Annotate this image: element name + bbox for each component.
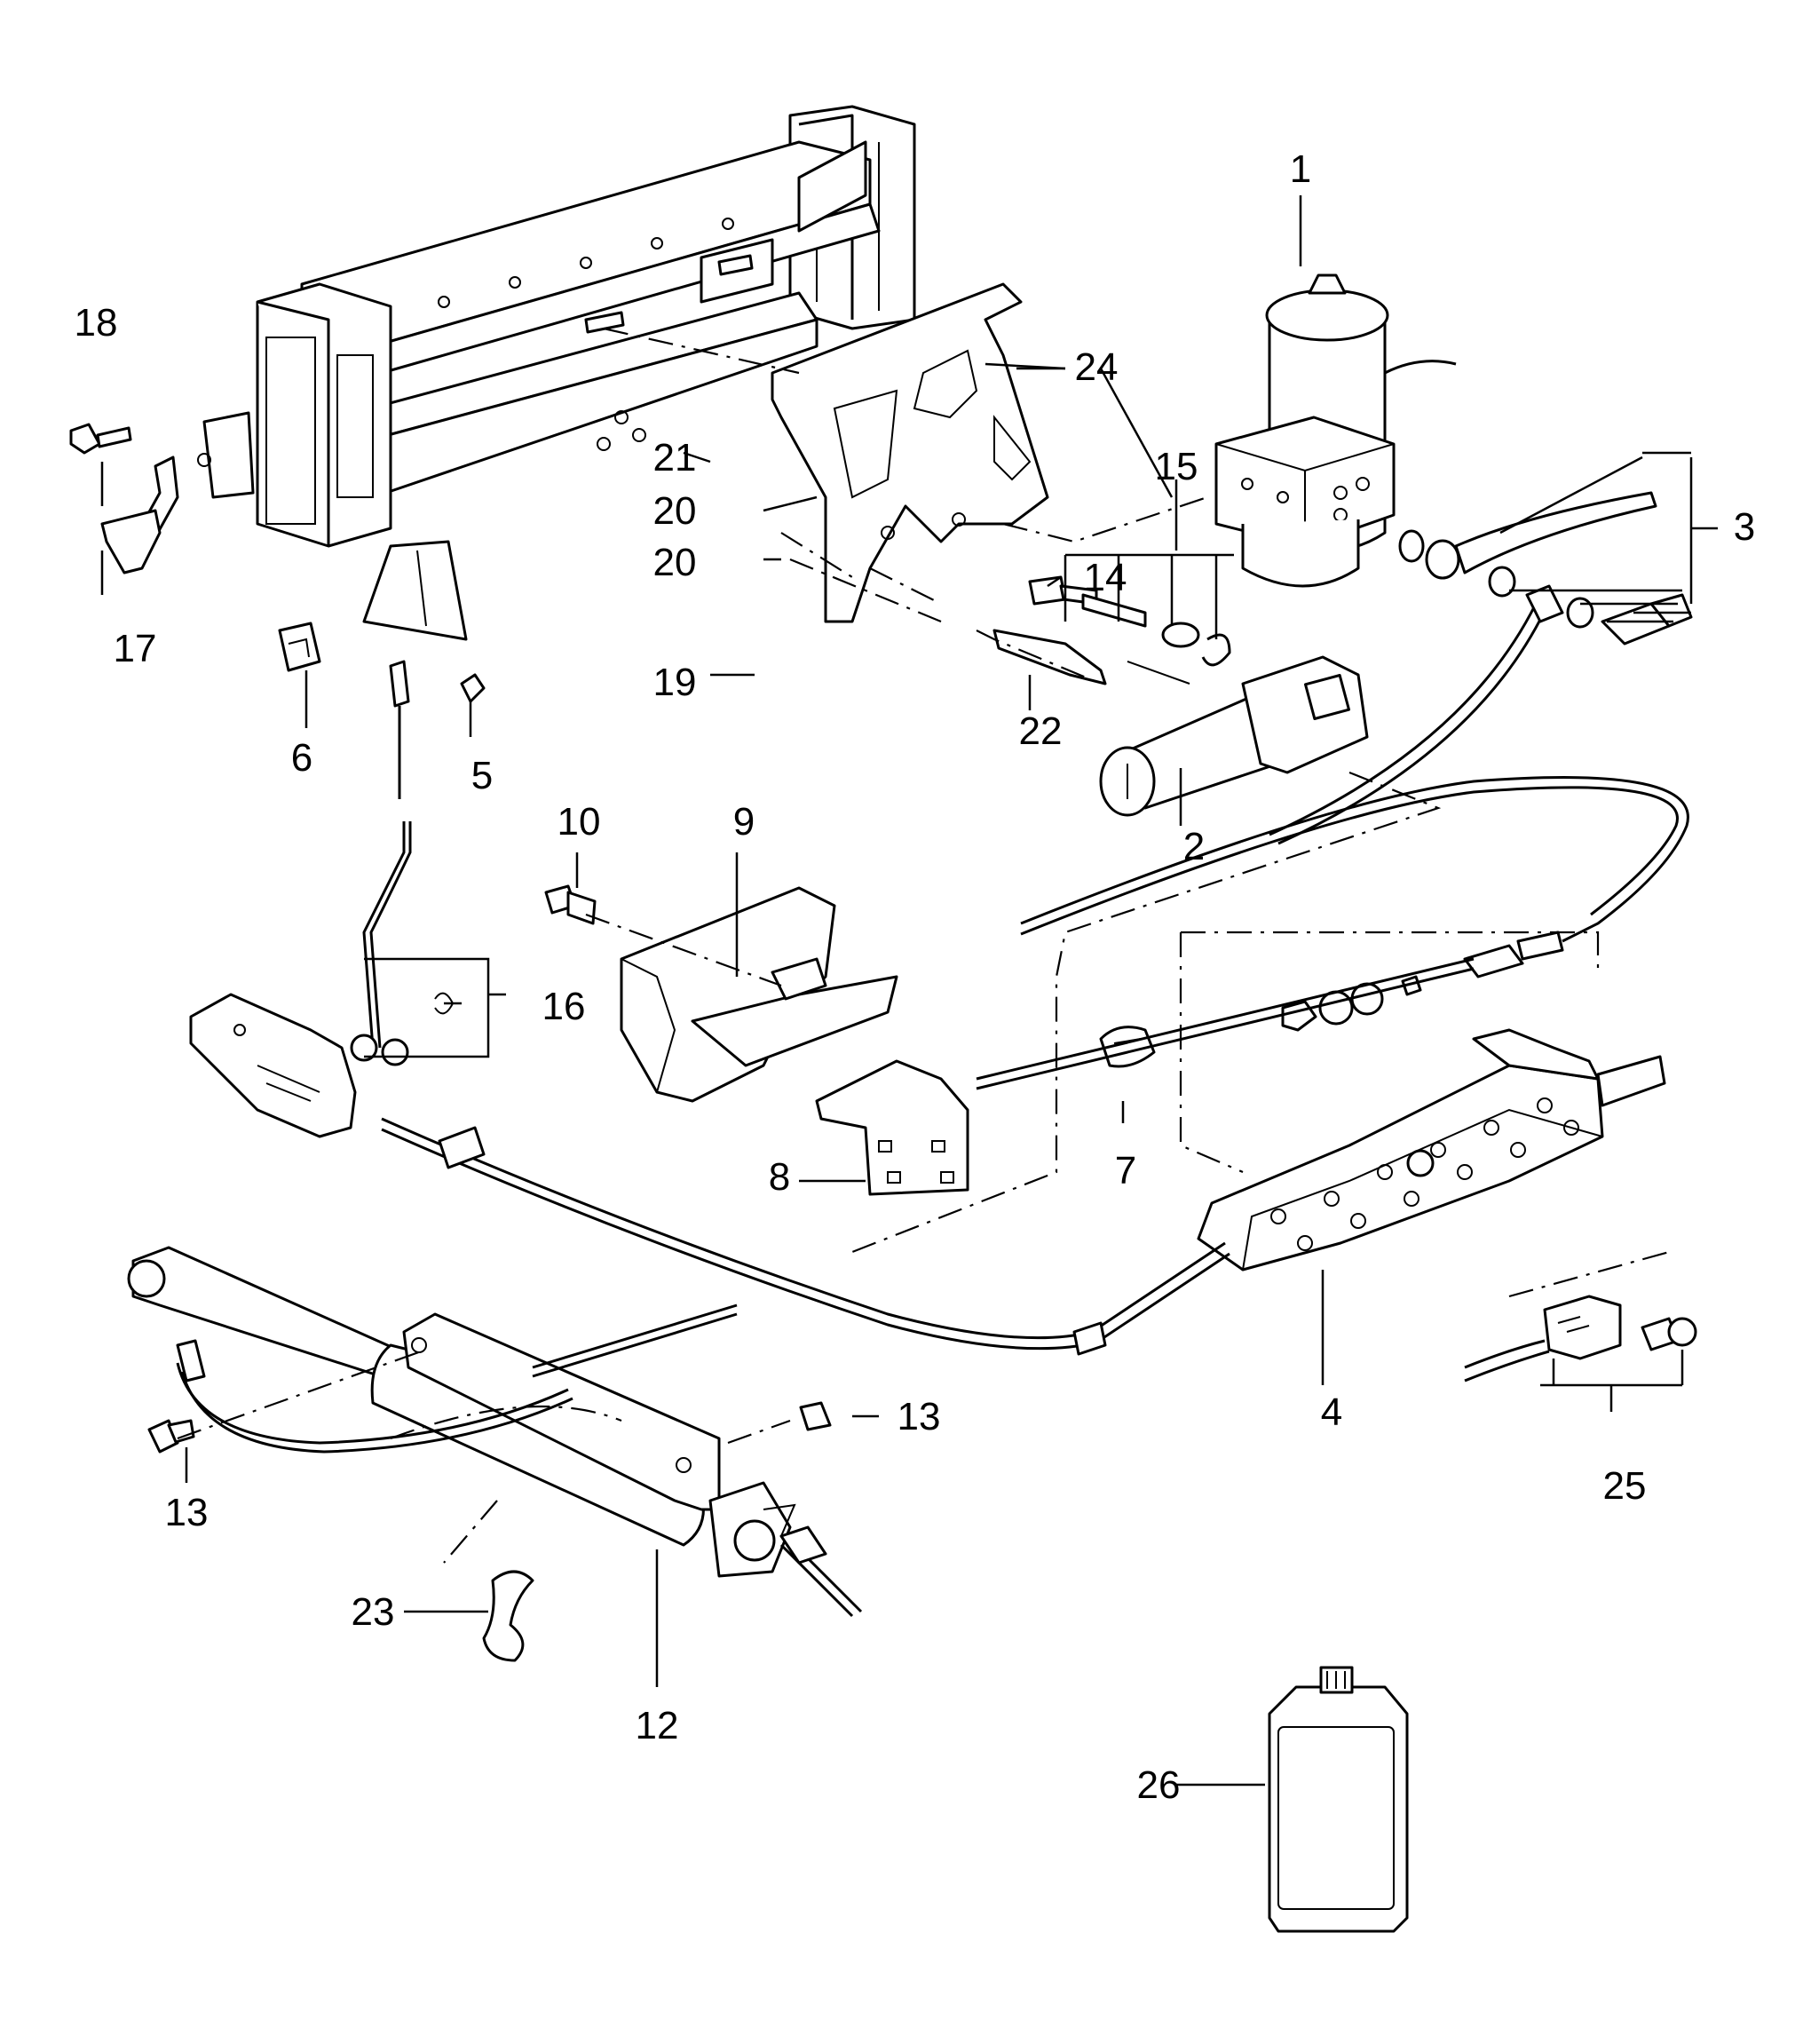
valve-block-4 xyxy=(1197,1028,1666,1272)
bracket-8 xyxy=(815,1059,969,1196)
label-20a: 20 xyxy=(653,489,697,533)
label-19: 19 xyxy=(653,661,697,704)
small-parts-15 xyxy=(992,575,1231,685)
clip-5 xyxy=(460,673,486,703)
cover-9 xyxy=(620,886,898,1103)
frame-assembly xyxy=(256,105,916,641)
hose xyxy=(1269,603,1538,836)
clip-6 xyxy=(278,622,321,672)
label-17: 17 xyxy=(114,627,157,670)
fluid-bottle-26 xyxy=(1268,1666,1409,1933)
bracket-17 xyxy=(69,411,255,574)
label-25: 25 xyxy=(1603,1464,1647,1508)
pump-motor-1 xyxy=(1214,273,1457,588)
label-8: 8 xyxy=(769,1155,790,1199)
label-12: 12 xyxy=(636,1704,679,1747)
label-13b: 13 xyxy=(898,1395,941,1438)
label-24: 24 xyxy=(1075,345,1119,389)
fitting-13a xyxy=(147,1419,195,1454)
label-20b: 20 xyxy=(653,541,697,584)
label-18: 18 xyxy=(75,301,118,345)
rail-holes xyxy=(438,218,734,451)
label-16: 16 xyxy=(542,985,586,1028)
bracket-plate-24 xyxy=(771,282,1049,623)
label-22: 22 xyxy=(1019,709,1063,753)
label-4: 4 xyxy=(1321,1390,1342,1434)
label-9: 9 xyxy=(733,800,755,844)
label-15: 15 xyxy=(1155,445,1198,488)
cable-main xyxy=(381,1117,1226,1340)
label-2: 2 xyxy=(1183,825,1205,868)
leader-lines xyxy=(100,195,1718,1787)
label-10: 10 xyxy=(558,800,601,844)
label-7: 7 xyxy=(1115,1149,1136,1192)
label-23: 23 xyxy=(352,1590,395,1634)
label-3: 3 xyxy=(1734,505,1755,549)
label-1: 1 xyxy=(1290,147,1311,191)
bracket-25 xyxy=(1464,1295,1697,1382)
cylinder-12 xyxy=(127,1246,796,1578)
label-26: 26 xyxy=(1137,1763,1181,1807)
label-13a: 13 xyxy=(165,1491,209,1534)
label-21: 21 xyxy=(653,436,697,479)
part-labels: 1 24 18 21 15 3 20 20 14 17 19 22 6 5 10… xyxy=(75,147,1756,1807)
linkage-16 xyxy=(350,660,455,1066)
fitting-13b xyxy=(799,1401,832,1431)
label-6: 6 xyxy=(291,736,312,780)
bolt-10 xyxy=(544,884,597,925)
label-5: 5 xyxy=(471,754,493,797)
label-14: 14 xyxy=(1084,556,1127,599)
clip-23 xyxy=(482,1570,534,1662)
rail-end-left xyxy=(189,993,357,1138)
guide-lines xyxy=(177,327,1670,1564)
drive-motor-2 xyxy=(1099,655,1369,817)
